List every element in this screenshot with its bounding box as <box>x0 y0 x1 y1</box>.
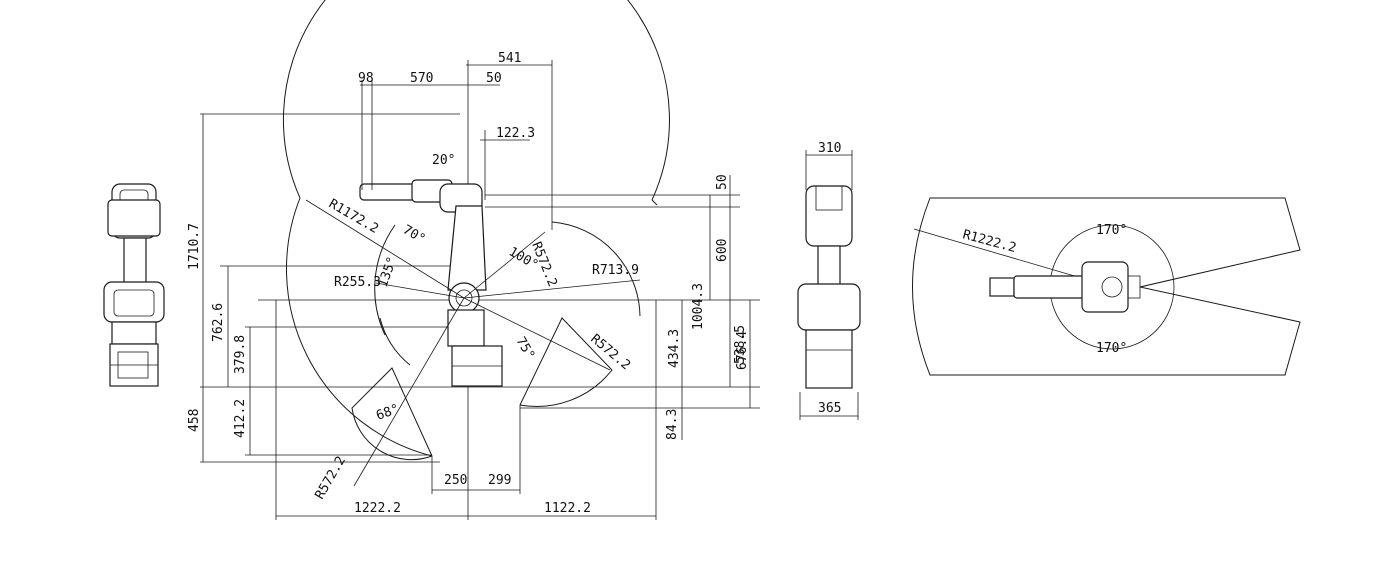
dim-1222-2: 1222.2 <box>354 501 401 516</box>
angle-170-top: 170° <box>1096 223 1127 238</box>
angle-75: 75° <box>513 335 538 363</box>
side-view-workspace <box>200 0 760 520</box>
angle-135: 135° <box>376 255 401 290</box>
dim-458: 458 <box>187 409 202 432</box>
robot-side-view <box>797 150 861 420</box>
dim-762-6: 762.6 <box>211 303 226 342</box>
dim-299: 299 <box>488 473 511 488</box>
dim-50: 50 <box>486 71 502 86</box>
radius-572-2-right: R572.2 <box>587 332 633 374</box>
angle-68: 68° <box>374 402 401 424</box>
robot-top-view <box>912 197 1301 376</box>
dim-310: 310 <box>818 141 841 156</box>
radius-255-3: R255.3 <box>334 275 381 290</box>
dim-1004-3: 1004.3 <box>691 283 706 330</box>
dim-570: 570 <box>410 71 433 86</box>
dim-379-8: 379.8 <box>233 335 248 374</box>
dim-122-3: 122.3 <box>496 126 535 141</box>
dim-250: 250 <box>444 473 467 488</box>
dim-676-4: 676.4 <box>735 331 750 370</box>
dim-365: 365 <box>818 401 841 416</box>
dim-50-right: 50 <box>715 174 730 190</box>
dim-538-5: 538.5 <box>733 325 748 364</box>
angle-20: 20° <box>432 153 455 168</box>
dim-1122-2: 1122.2 <box>544 501 591 516</box>
radius-1222-2-top: R1222.2 <box>961 227 1018 256</box>
dim-434-3: 434.3 <box>667 329 682 368</box>
dim-84-3: 84.3 <box>665 409 680 440</box>
dim-1710-7: 1710.7 <box>187 223 202 270</box>
dim-541: 541 <box>498 51 521 66</box>
dim-412-2: 412.2 <box>233 399 248 438</box>
radius-572-2-lower: R572.2 <box>312 454 348 502</box>
angle-170-bottom: 170° <box>1096 341 1127 356</box>
dim-600: 600 <box>715 239 730 262</box>
dim-98: 98 <box>358 71 374 86</box>
radius-1172-2: R1172.2 <box>326 196 381 236</box>
radius-713-9: R713.9 <box>592 263 639 278</box>
angle-70: 70° <box>400 222 428 247</box>
robot-front-view <box>103 183 165 387</box>
